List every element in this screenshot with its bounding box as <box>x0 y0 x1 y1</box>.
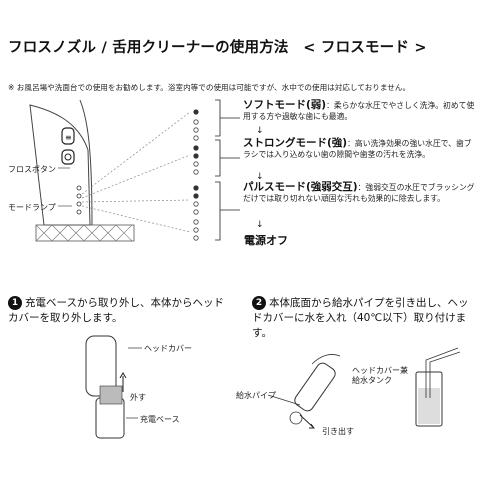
mode-pulse: パルスモード(強弱交互)：強弱交互の水圧でブラッシングだけでは取り切れない頑固な… <box>243 182 475 204</box>
supply-pipe-illustration <box>425 347 461 398</box>
bracket-pulse <box>215 181 240 241</box>
svg-text:≡: ≡ <box>65 133 72 142</box>
lamp-dot <box>76 201 82 207</box>
charge-base-label: 充電ベース <box>140 415 180 424</box>
step-1-number: 1 <box>8 296 22 310</box>
arrow-down-icon: ↓ <box>256 126 264 136</box>
step-2-number: 2 <box>252 296 266 310</box>
tank-label: ヘッドカバー兼 給水タンク <box>352 366 408 385</box>
floss-button-icon <box>61 127 75 145</box>
pull-out-label: 引き出す <box>322 427 354 436</box>
supply-pipe-label: 給水パイプ <box>236 391 276 400</box>
remove-label: 外す <box>130 393 146 402</box>
arrow-down-icon: ↓ <box>256 220 264 230</box>
mode-pulse-name: パルスモード(強弱交互) <box>243 181 358 193</box>
lamp-dot <box>76 185 82 191</box>
floss-button-label: フロスボタン <box>8 165 56 174</box>
step-1-text: 充電ベースから取り外し、本体からヘッドカバーを取り外します。 <box>8 297 224 324</box>
mode-strong-name: ストロングモード(強) <box>243 137 348 149</box>
mode-soft-name: ソフトモード(弱) <box>243 99 327 111</box>
mode-soft-desc: ：柔らかな水圧でやさしく洗浄。初めて使用する方や過敏な歯にも最適。 <box>243 101 475 121</box>
page-title: フロスノズル / 舌用クリーナーの使用方法 < フロスモード > <box>8 40 427 56</box>
pull-arrow-icon <box>299 414 315 429</box>
step-2-text: 本体底面から給水パイプを引き出し、ヘッドカバーに水を入れ（40℃以下）取り付けま… <box>252 297 469 339</box>
mode-pulse-desc: ：強弱交互の水圧でブラッシングだけでは取り切れない頑固な汚れも効果的に除去します… <box>243 183 475 203</box>
charging-base <box>35 224 135 242</box>
lamp-dot <box>76 209 82 215</box>
arrow-down-icon: ↓ <box>256 172 264 182</box>
remove-arrow-icon <box>119 372 127 392</box>
lamp-dot <box>76 193 82 199</box>
head-cover-label: ヘッドカバー <box>144 344 192 353</box>
bracket-soft <box>215 99 240 137</box>
usage-note: ※ お風呂場や洗面台での使用をお勧めします。浴室内等での使用は可能ですが、水中で… <box>8 83 411 92</box>
power-off-label: 電源オフ <box>244 234 288 247</box>
mode-soft: ソフトモード(弱)：柔らかな水圧でやさしく洗浄。初めて使用する方や過敏な歯にも最… <box>243 100 475 122</box>
device-body-outline <box>29 104 91 226</box>
lit-lamps <box>193 109 199 199</box>
mode-strong: ストロングモード(強)：高い洗浄効果の強い水圧で、歯ブラシでは入り込めない歯の隙… <box>243 138 475 160</box>
bracket-strong <box>215 139 240 177</box>
device-tilted-illustration <box>294 362 336 412</box>
mode-lamp-indicators <box>193 109 199 241</box>
tank-illustration <box>415 371 443 427</box>
mode-strong-desc: ：高い洗浄効果の強い水圧で、歯ブラシでは入り込めない歯の隙間や歯茎の汚れを洗浄。 <box>243 139 472 159</box>
hand-illustration <box>289 411 303 425</box>
mode-lamp-label: モードランプ <box>8 203 56 212</box>
power-button-icon <box>61 149 75 165</box>
